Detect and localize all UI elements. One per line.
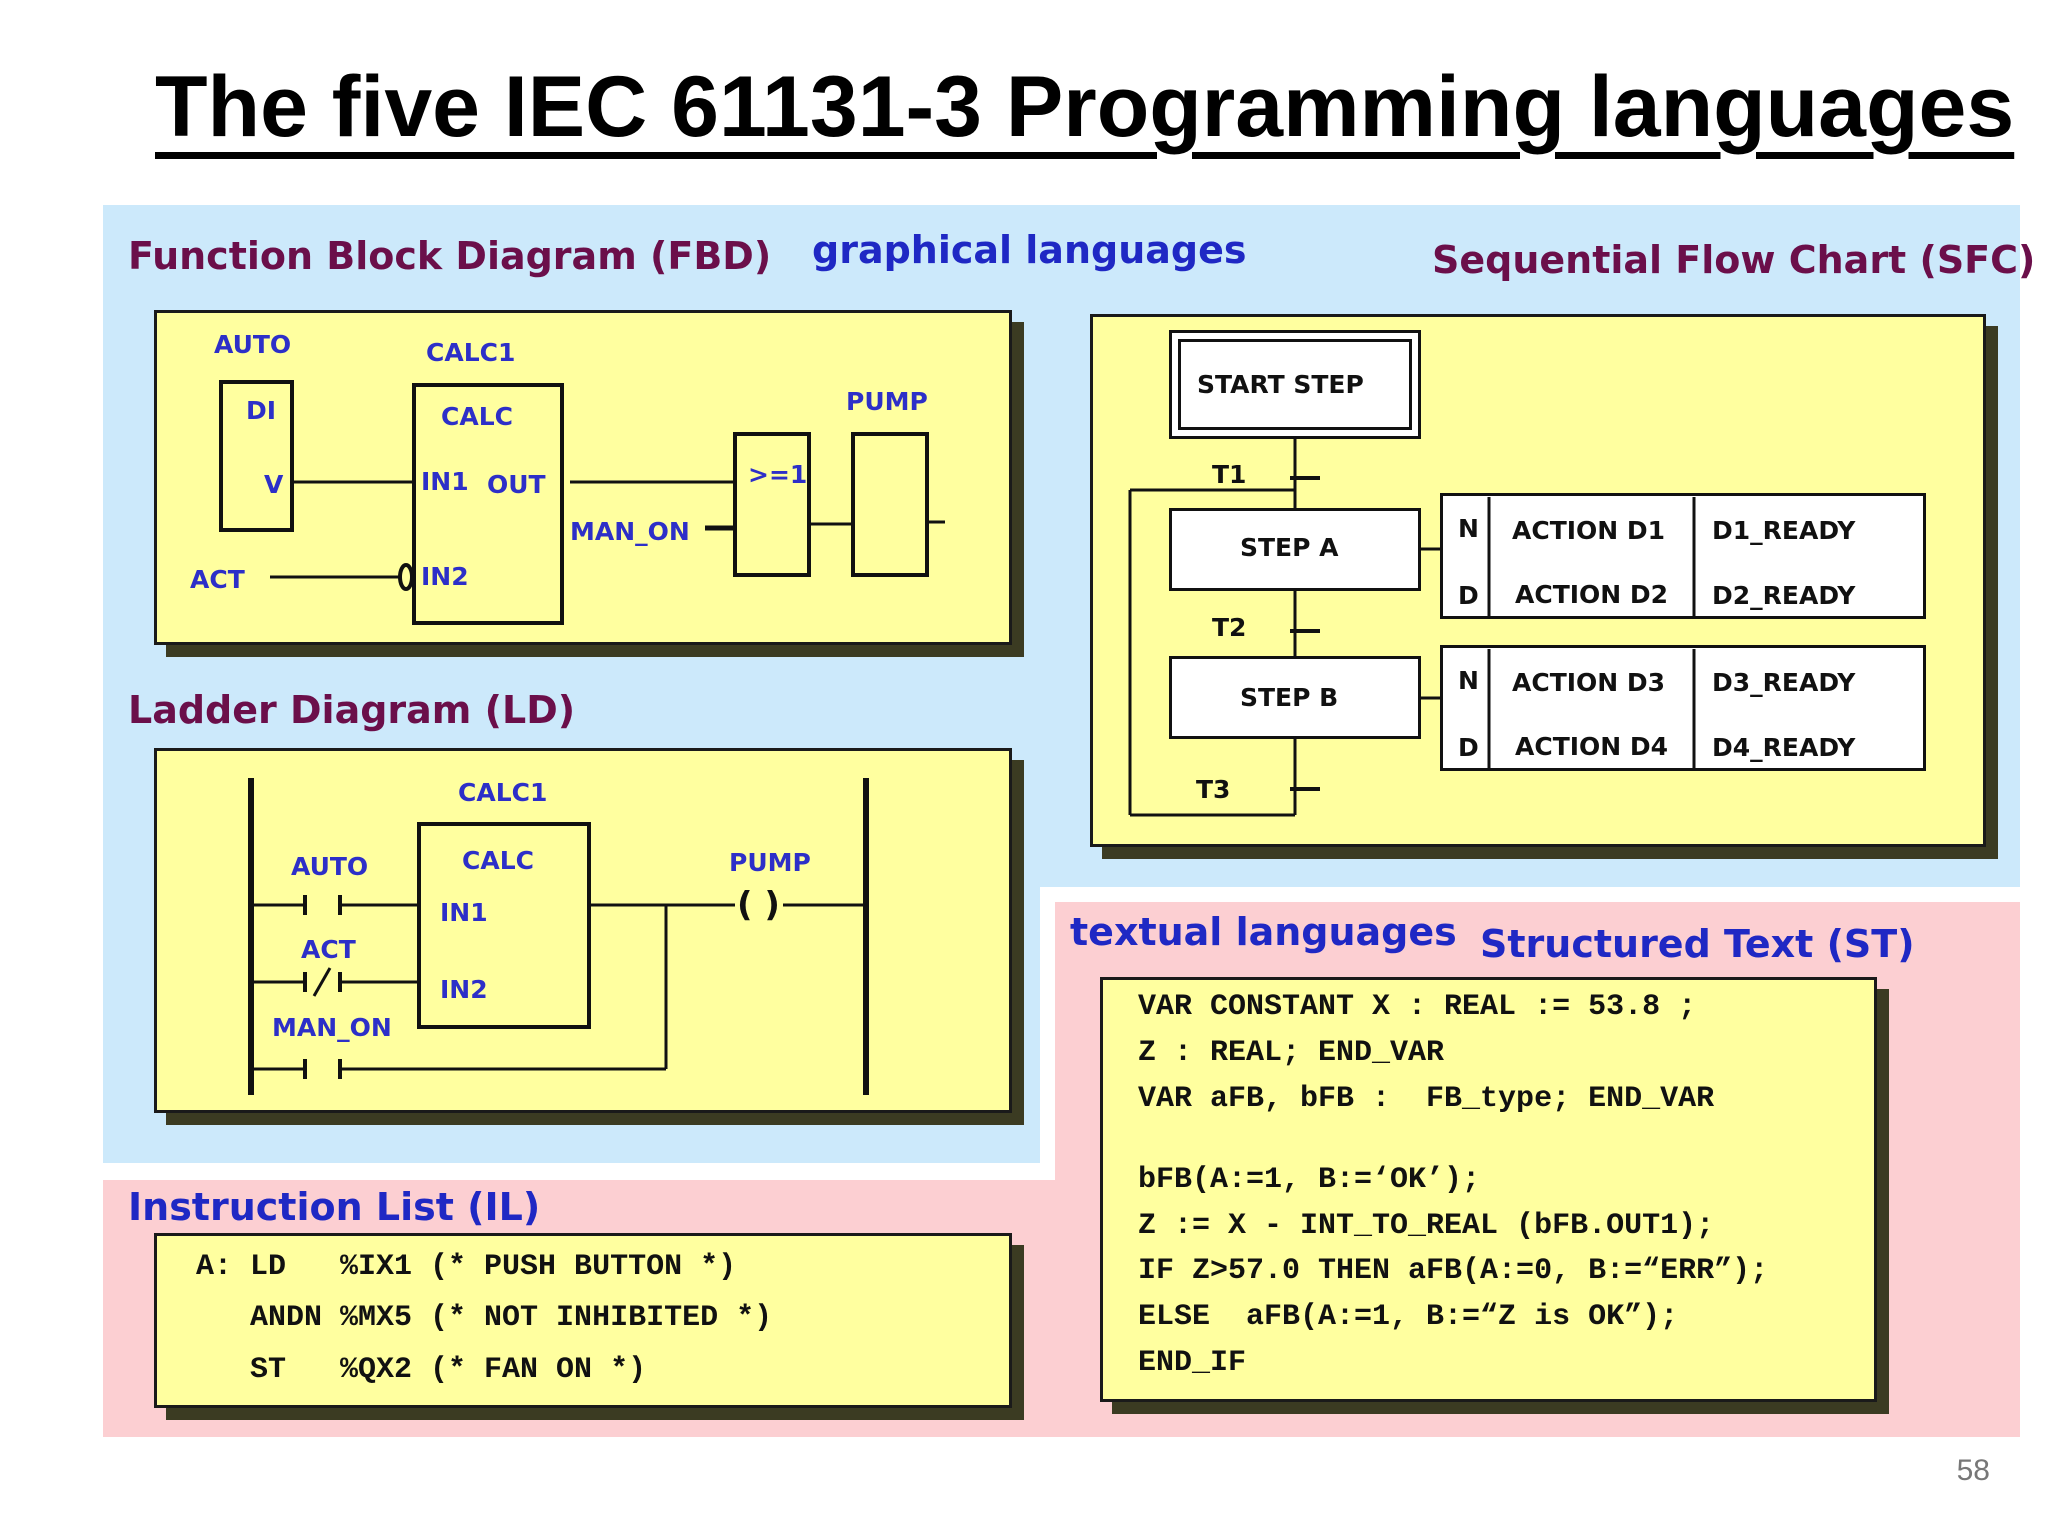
fbd-calc-block bbox=[412, 383, 564, 625]
il-line: ST %QX2 (* FAN ON *) bbox=[196, 1353, 647, 1387]
fbd-or-block bbox=[733, 432, 811, 577]
fbd-calc1-label: CALC1 bbox=[426, 338, 516, 367]
st-panel bbox=[1100, 977, 1877, 1402]
fbd-out-label: OUT bbox=[487, 470, 546, 499]
il-line: A: LD %IX1 (* PUSH BUTTON *) bbox=[196, 1250, 737, 1284]
sfc-qualifier: D bbox=[1458, 733, 1479, 762]
fbd-auto-label: AUTO bbox=[214, 330, 292, 359]
sfc-step-a-label: STEP A bbox=[1240, 533, 1339, 562]
fbd-or-label: >=1 bbox=[748, 460, 808, 489]
sfc-start-step-label: START STEP bbox=[1197, 370, 1364, 399]
fbd-act-label: ACT bbox=[190, 565, 245, 594]
sfc-action-ready: D3_READY bbox=[1712, 668, 1856, 697]
il-panel bbox=[154, 1233, 1012, 1408]
st-line: Z := X - INT_TO_REAL (bFB.OUT1); bbox=[1138, 1209, 1715, 1243]
il-heading: Instruction List (IL) bbox=[128, 1185, 541, 1229]
sfc-action-block-a bbox=[1440, 493, 1926, 619]
ld-auto-label: AUTO bbox=[291, 852, 369, 881]
ld-act-label: ACT bbox=[301, 935, 356, 964]
ld-heading: Ladder Diagram (LD) bbox=[128, 688, 576, 732]
sfc-action-name: ACTION D1 bbox=[1512, 516, 1666, 545]
sfc-qualifier: N bbox=[1458, 514, 1479, 543]
textual-heading: textual languages bbox=[1070, 910, 1457, 954]
ld-in2-label: IN2 bbox=[440, 975, 488, 1004]
sfc-step-b-label: STEP B bbox=[1240, 683, 1339, 712]
sfc-action-ready: D2_READY bbox=[1712, 581, 1856, 610]
sfc-t1-label: T1 bbox=[1212, 460, 1247, 489]
sfc-action-ready: D4_READY bbox=[1712, 733, 1856, 762]
sfc-t2-label: T2 bbox=[1212, 613, 1247, 642]
sfc-qualifier: N bbox=[1458, 666, 1479, 695]
ld-calc1-label: CALC1 bbox=[458, 778, 548, 807]
fbd-di-block bbox=[219, 380, 294, 532]
fbd-di-label: DI bbox=[246, 396, 277, 425]
sfc-heading: Sequential Flow Chart (SFC) bbox=[1432, 238, 2036, 282]
sfc-action-name: ACTION D4 bbox=[1515, 732, 1669, 761]
sfc-action-block-b bbox=[1440, 645, 1926, 771]
st-line: VAR aFB, bFB : FB_type; END_VAR bbox=[1138, 1082, 1715, 1116]
il-line: ANDN %MX5 (* NOT INHIBITED *) bbox=[196, 1301, 773, 1335]
st-line: VAR CONSTANT X : REAL := 53.8 ; bbox=[1138, 990, 1697, 1024]
st-line: IF Z>57.0 THEN aFB(A:=0, B:=“ERR”); bbox=[1138, 1254, 1769, 1288]
st-line: END_IF bbox=[1138, 1346, 1247, 1380]
sfc-action-ready: D1_READY bbox=[1712, 516, 1856, 545]
fbd-in1-label: IN1 bbox=[421, 467, 469, 496]
fbd-heading: Function Block Diagram (FBD) bbox=[128, 234, 772, 278]
sfc-qualifier: D bbox=[1458, 581, 1479, 610]
sfc-t3-label: T3 bbox=[1196, 775, 1231, 804]
sfc-step-a bbox=[1169, 508, 1421, 591]
graphical-heading: graphical languages bbox=[812, 228, 1247, 272]
ld-calc-block bbox=[417, 822, 591, 1029]
st-line: Z : REAL; END_VAR bbox=[1138, 1036, 1445, 1070]
sfc-start-step-inner bbox=[1178, 339, 1412, 430]
fbd-man-on-label: MAN_ON bbox=[570, 517, 690, 546]
ld-pump-label: PUMP bbox=[729, 848, 811, 877]
fbd-calc-label: CALC bbox=[441, 402, 513, 431]
fbd-pump-block bbox=[851, 432, 929, 577]
slide-title: The five IEC 61131-3 Programming languag… bbox=[155, 59, 2015, 155]
fbd-pump-label: PUMP bbox=[846, 387, 928, 416]
sfc-step-b bbox=[1169, 656, 1421, 739]
st-heading: Structured Text (ST) bbox=[1480, 922, 1915, 966]
st-line: bFB(A:=1, B:=‘OK’); bbox=[1138, 1163, 1481, 1197]
sfc-action-name: ACTION D2 bbox=[1515, 580, 1669, 609]
ld-coil: ( ) bbox=[737, 885, 780, 925]
page-number: 58 bbox=[1956, 1454, 1990, 1487]
fbd-v-label: V bbox=[264, 470, 284, 499]
ld-man-on-label: MAN_ON bbox=[272, 1013, 392, 1042]
st-line: ELSE aFB(A:=1, B:=“Z is OK”); bbox=[1138, 1300, 1679, 1334]
ld-in1-label: IN1 bbox=[440, 898, 488, 927]
ld-calc-label: CALC bbox=[462, 846, 534, 875]
fbd-in2-label: IN2 bbox=[421, 562, 469, 591]
sfc-action-name: ACTION D3 bbox=[1512, 668, 1666, 697]
